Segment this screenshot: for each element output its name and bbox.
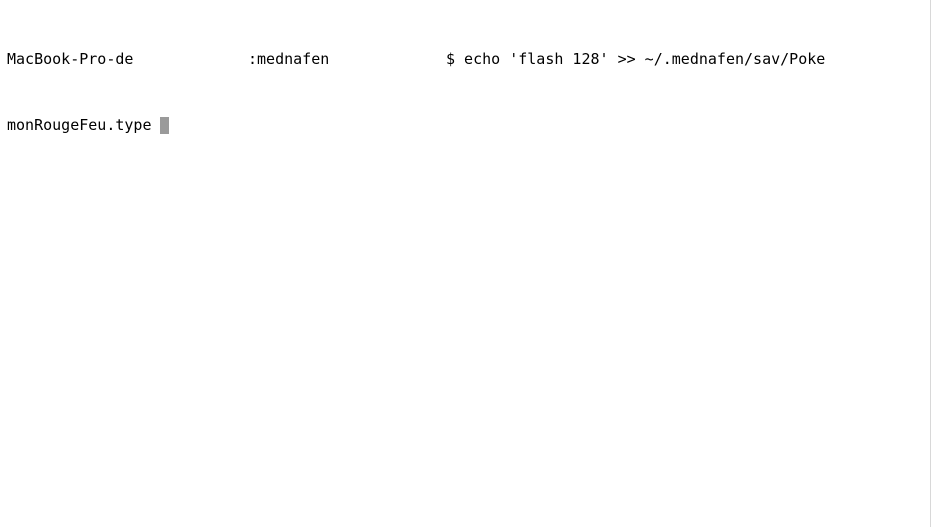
prompt-hostname: MacBook-Pro-de: [7, 50, 134, 68]
text-cursor: [159, 116, 169, 134]
prompt-command: $ echo 'flash 128' >> ~/.mednafen/sav/Po…: [446, 50, 826, 68]
terminal-line-1: MacBook-Pro-de :mednafen $ echo 'flash 1…: [7, 48, 926, 70]
terminal-line-2: monRougeFeu.type: [7, 114, 926, 136]
terminal-screen[interactable]: MacBook-Pro-de :mednafen $ echo 'flash 1…: [7, 4, 926, 180]
vertical-scrollbar[interactable]: [930, 0, 938, 527]
prompt-path: :mednafen: [248, 50, 330, 68]
command-continuation: monRougeFeu.type: [7, 116, 152, 134]
